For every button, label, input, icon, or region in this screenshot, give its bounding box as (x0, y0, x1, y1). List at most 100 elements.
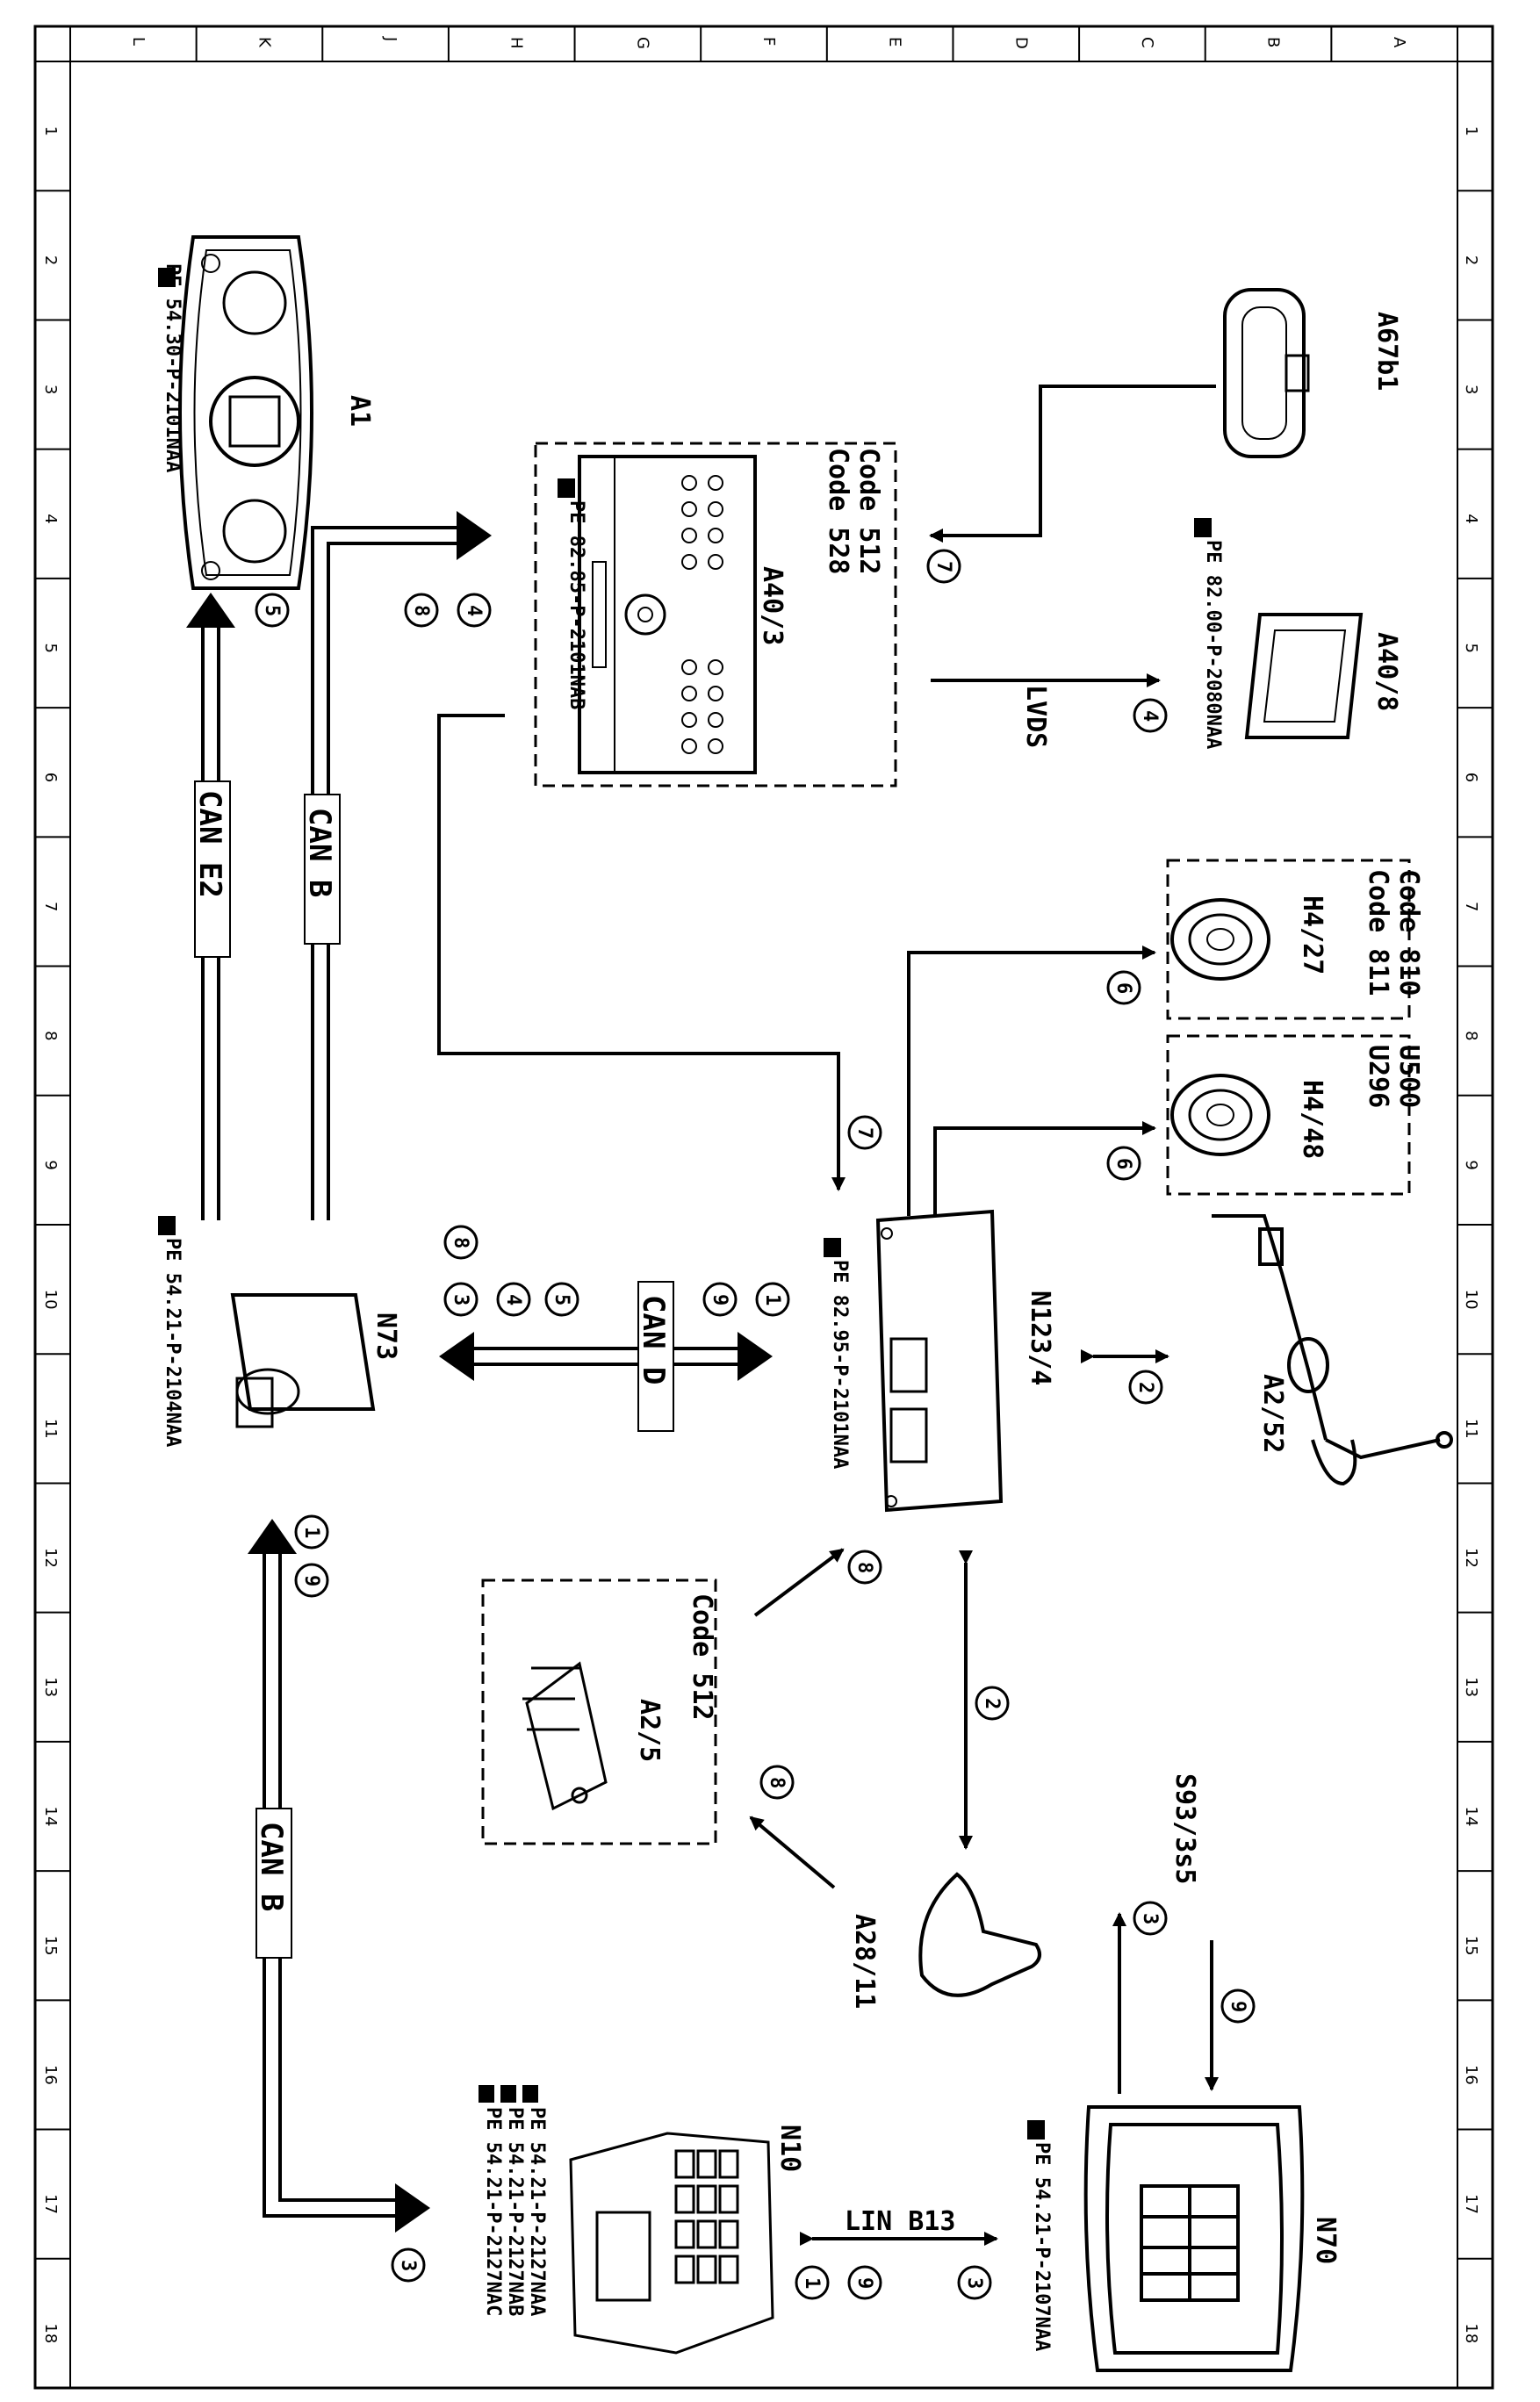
speaker-icon (1170, 898, 1270, 981)
can-d-bus (439, 1332, 773, 1381)
grid-number-right: 11 (1462, 1419, 1480, 1439)
signal-number-text: 4 (463, 605, 485, 616)
signal-number-text: 7 (853, 1127, 875, 1139)
signal-number: 2 (975, 1686, 1010, 1721)
a40-8-ref: PE 82.00-P-2080NAA (1202, 540, 1224, 749)
signal-number: 7 (926, 549, 961, 584)
can-d-tag (637, 1281, 674, 1432)
grid-number-right: 3 (1462, 385, 1480, 394)
a2-52-label: A2/52 (1257, 1374, 1288, 1453)
signal-number: 1 (755, 1282, 790, 1317)
book-icon (158, 268, 176, 287)
knob-icon (918, 1872, 1041, 1997)
grid-number-left: 13 (41, 1677, 60, 1697)
h4-27-label: H4/27 (1297, 895, 1328, 974)
lvds-label: LVDS (1020, 685, 1051, 748)
mirror-icon (1223, 288, 1310, 458)
grid-number-right: 12 (1462, 1548, 1480, 1568)
h4-48-code2: U296 (1363, 1045, 1393, 1108)
book-icon (500, 2085, 516, 2103)
a1-label: A1 (344, 395, 375, 427)
can-b-bus-upper (311, 511, 492, 1220)
grid-number-left: 12 (41, 1548, 60, 1568)
signal-number: 1 (294, 1514, 329, 1550)
signal-lines (437, 385, 1219, 2246)
book-icon (479, 2085, 494, 2103)
a40-3-label: A40/3 (757, 566, 788, 645)
h4-27-code1: Code 810 (1393, 869, 1424, 996)
grid-number-right: 8 (1462, 1031, 1480, 1040)
signal-number-text: 5 (551, 1294, 572, 1305)
grid-number-right: 18 (1462, 2323, 1480, 2343)
can-b-tag-upper (304, 794, 341, 945)
can-e2-tag (194, 780, 231, 958)
drawing-frame (33, 25, 1494, 2390)
grid-number-left: 2 (41, 255, 60, 265)
n10-label: N10 (774, 2125, 805, 2172)
signal-number: 1 (795, 2265, 830, 2300)
grid-number-left: 1 (41, 126, 60, 136)
ignition-switch-icon (230, 1293, 376, 1428)
a40-3-code1: Code 512 (853, 448, 884, 575)
n70-label: N70 (1310, 2217, 1341, 2264)
signal-number: 8 (443, 1225, 479, 1260)
antenna-module-icon (522, 1661, 608, 1811)
n70-ref: PE 54.21-P-2107NAA (1031, 2142, 1053, 2351)
a2-5-code: Code 512 (687, 1593, 717, 1721)
signal-number-text: 1 (300, 1527, 322, 1538)
grid-letter: J (381, 36, 399, 41)
book-icon (522, 2085, 538, 2103)
signal-number: 4 (1133, 698, 1168, 733)
grid-number-right: 17 (1462, 2194, 1480, 2214)
grid-number-left: 17 (41, 2194, 60, 2214)
signal-number: 3 (443, 1282, 479, 1317)
a40-3-box (534, 442, 897, 787)
signal-number-text: 9 (1227, 2001, 1249, 2012)
grid-letter: L (129, 37, 148, 46)
grid-letter: D (1011, 37, 1030, 49)
lin-label: LIN B13 (845, 2206, 955, 2237)
grid-letter: A (1390, 37, 1408, 48)
signal-number: 6 (1106, 1146, 1141, 1181)
signal-number-text: 1 (801, 2277, 823, 2289)
grid-number-left: 10 (41, 1290, 60, 1310)
signal-number: 9 (702, 1282, 738, 1317)
a28-11-label: A28/11 (849, 1914, 880, 2009)
grid-number-right: 9 (1462, 1160, 1480, 1169)
signal-number: 2 (1128, 1370, 1163, 1405)
signal-number: 4 (457, 593, 492, 628)
signal-number: 9 (1220, 1988, 1256, 2024)
grid-number-right: 1 (1462, 126, 1480, 136)
signal-number-text: 4 (502, 1294, 524, 1305)
n10-ref3: PE 54.21-P-2127NAC (482, 2107, 504, 2316)
signal-number-text: 7 (932, 561, 954, 572)
signal-number-text: 6 (1112, 1158, 1134, 1169)
signal-number: 9 (294, 1563, 329, 1598)
grid-number-right: 4 (1462, 514, 1480, 523)
grid-number-left: 6 (41, 773, 60, 782)
book-icon (558, 478, 575, 498)
antenna-icon (1212, 1214, 1453, 1486)
instrument-cluster-icon (178, 235, 313, 590)
signal-number: 6 (1106, 970, 1141, 1005)
grid-number-right: 2 (1462, 255, 1480, 265)
signal-number: 4 (496, 1282, 531, 1317)
grid-letter: H (507, 37, 526, 49)
grid-number-left: 5 (41, 644, 60, 653)
a40-3-ref: PE 82.85-P-2101NAB (565, 500, 587, 709)
signal-number: 5 (255, 593, 290, 628)
signal-number-text: 3 (397, 2260, 419, 2271)
can-b-label-lower: CAN B (254, 1822, 289, 1911)
a40-8-label: A40/8 (1371, 632, 1402, 711)
head-unit-icon (578, 455, 757, 774)
n73-label: N73 (371, 1312, 401, 1360)
grid-number-left: 8 (41, 1031, 60, 1040)
signal-number-text: 8 (450, 1237, 471, 1248)
grid-number-left: 18 (41, 2323, 60, 2343)
signal-number: 8 (759, 1765, 795, 1800)
signal-number-text: 9 (300, 1575, 322, 1586)
can-e2-label: CAN E2 (192, 790, 227, 898)
a1-ref: PE 54.30-P-2101NAA (162, 263, 184, 472)
n10-ref2: PE 54.21-P-2127NAB (504, 2107, 526, 2316)
